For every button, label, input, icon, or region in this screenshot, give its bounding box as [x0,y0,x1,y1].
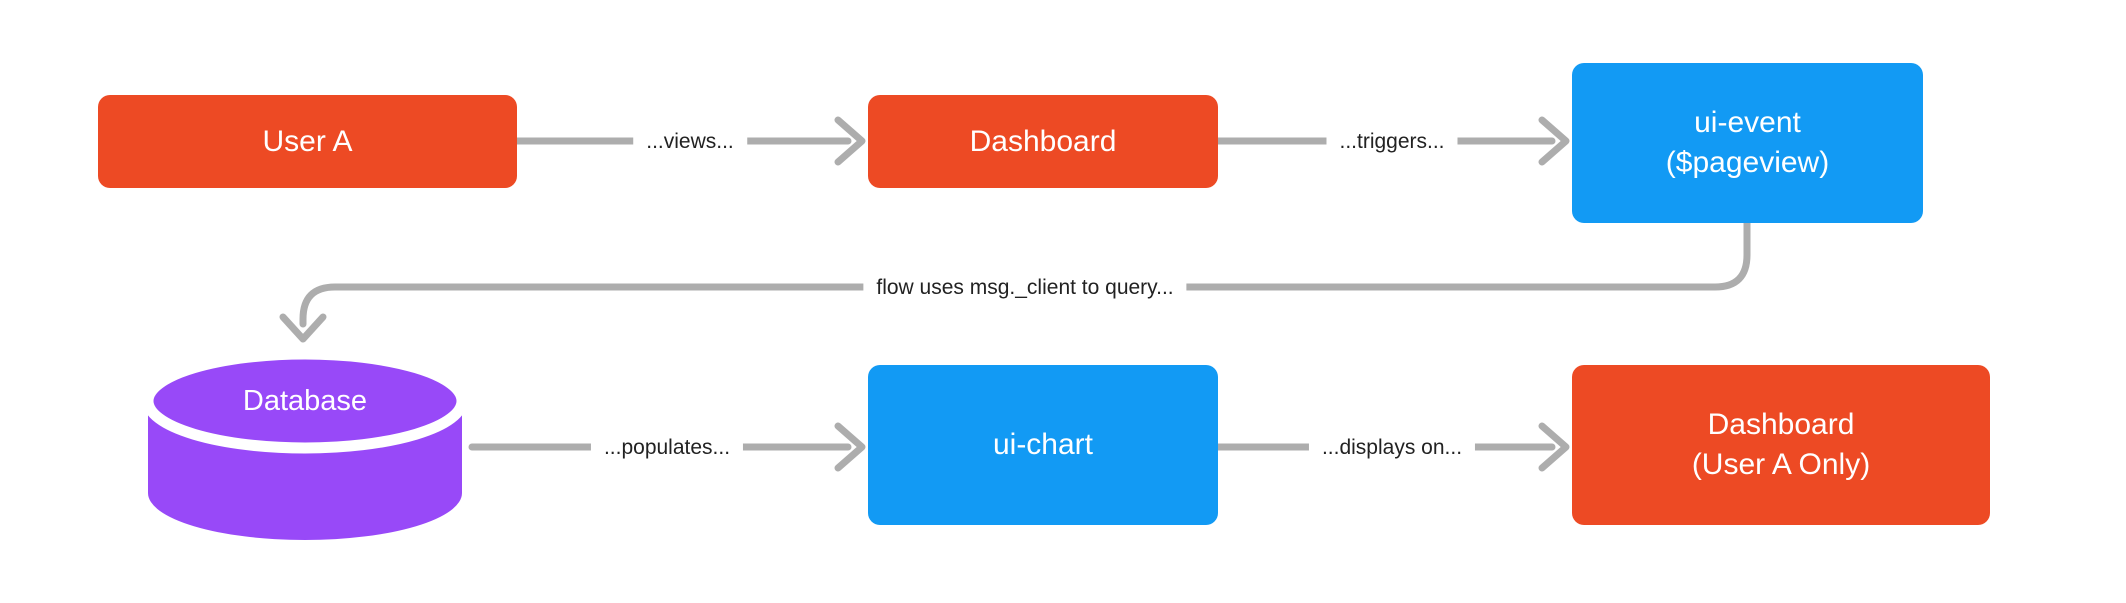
node-ui-chart: ui-chart [868,365,1218,525]
node-ui-event-label-line2: ($pageview) [1665,146,1830,179]
database-cylinder-body [148,401,462,540]
populates-arrowhead-icon [834,422,866,472]
views-arrowhead-icon [834,116,866,166]
edge-label-views: ...views... [633,128,747,156]
edge-label-displays-on: ...displays on... [1308,434,1476,462]
triggers-arrowhead-icon [1538,116,1570,166]
node-ui-chart-label: ui-chart [992,428,1094,461]
node-dashboard: Dashboard [868,95,1218,188]
node-dashboard-user-a-only-label-line2: (User A Only) [1691,448,1871,481]
node-dashboard-user-a-only-label-line1: Dashboard [1707,408,1855,441]
node-database-label: Database [242,385,368,417]
edge-label-populates: ...populates... [590,434,744,462]
database-cylinder-top [142,348,468,454]
node-dashboard-label: Dashboard [969,124,1117,158]
node-database-cylinder [142,348,468,540]
node-user-a-label: User A [262,124,353,158]
node-user-a: User A [98,95,517,188]
edge-label-triggers: ...triggers... [1326,128,1458,156]
displays-arrowhead-icon [1538,422,1570,472]
node-ui-event: ui-event ($pageview) [1572,63,1923,223]
node-dashboard-user-a-only: Dashboard (User A Only) [1572,365,1990,525]
node-ui-event-label-line1: ui-event [1694,106,1801,139]
edge-label-query: flow uses msg._client to query... [863,274,1187,302]
query-arrowhead-icon [279,313,327,343]
